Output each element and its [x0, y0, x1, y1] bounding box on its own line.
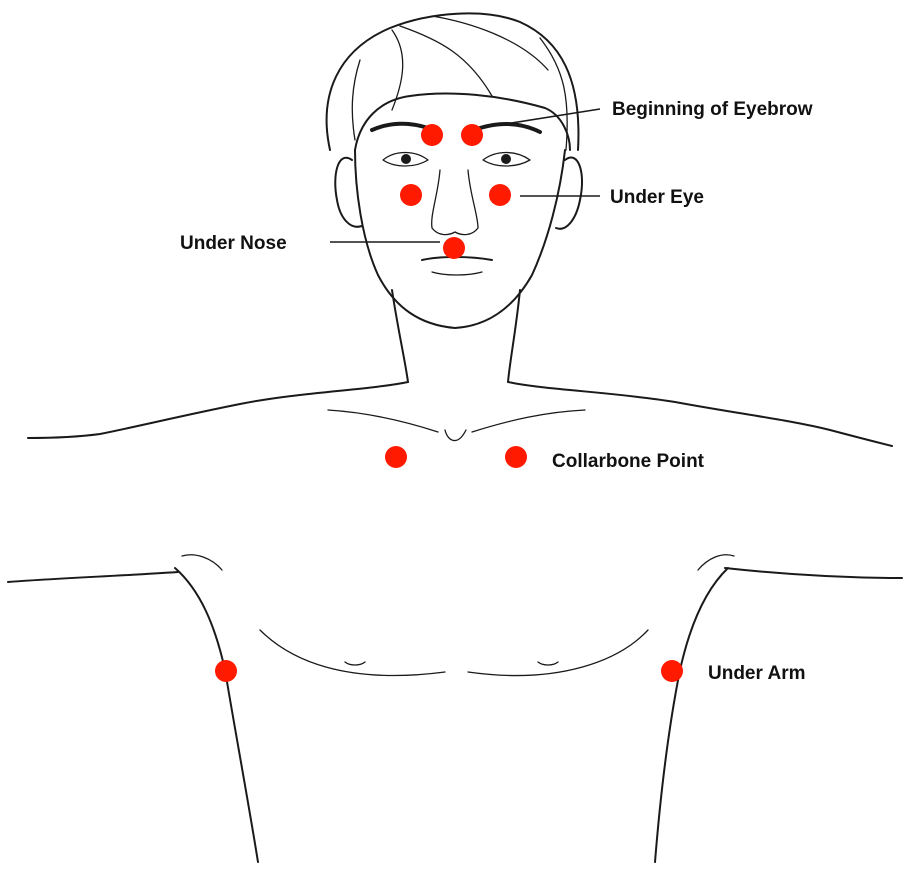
collarbone-left-point — [385, 446, 407, 468]
right-ear — [556, 158, 582, 229]
lower-lip — [432, 272, 482, 275]
eyebrow-right-point — [461, 124, 483, 146]
right-nipple — [538, 662, 558, 665]
under-arm-left-point — [215, 660, 237, 682]
left-nipple — [345, 662, 365, 665]
under-nose-point — [443, 237, 465, 259]
hairline — [355, 93, 570, 150]
right-collarbone — [472, 410, 585, 432]
left-arm-top — [8, 572, 178, 582]
under-arm-right-point — [661, 660, 683, 682]
label-collarbone-point: Collarbone Point — [552, 451, 705, 472]
sternal-notch — [445, 430, 466, 441]
eyebrow-leader-line — [486, 109, 600, 127]
eyebrow-left-point — [421, 124, 443, 146]
right-torso-side — [655, 568, 728, 862]
right-pupil — [501, 154, 511, 164]
body-outline-figure — [8, 13, 902, 862]
nose — [432, 170, 478, 235]
hair-outline — [327, 13, 579, 150]
left-pupil — [401, 154, 411, 164]
collarbone-right-point — [505, 446, 527, 468]
label-under-eye: Under Eye — [610, 187, 704, 208]
right-eyebrow — [480, 124, 540, 132]
under-eye-right-point — [489, 184, 511, 206]
left-shoulder — [28, 382, 408, 438]
label-beginning-of-eyebrow: Beginning of Eyebrow — [612, 99, 813, 120]
right-arm-top — [725, 568, 902, 578]
right-pectoral — [468, 630, 648, 676]
left-eyebrow — [372, 124, 428, 130]
left-torso-side — [175, 568, 258, 862]
left-armpit-crease — [182, 555, 222, 570]
left-pectoral — [260, 630, 445, 676]
label-under-nose: Under Nose — [180, 233, 287, 254]
right-shoulder — [508, 382, 892, 446]
under-eye-left-point — [400, 184, 422, 206]
left-collarbone — [328, 410, 438, 432]
label-under-arm: Under Arm — [708, 663, 805, 684]
